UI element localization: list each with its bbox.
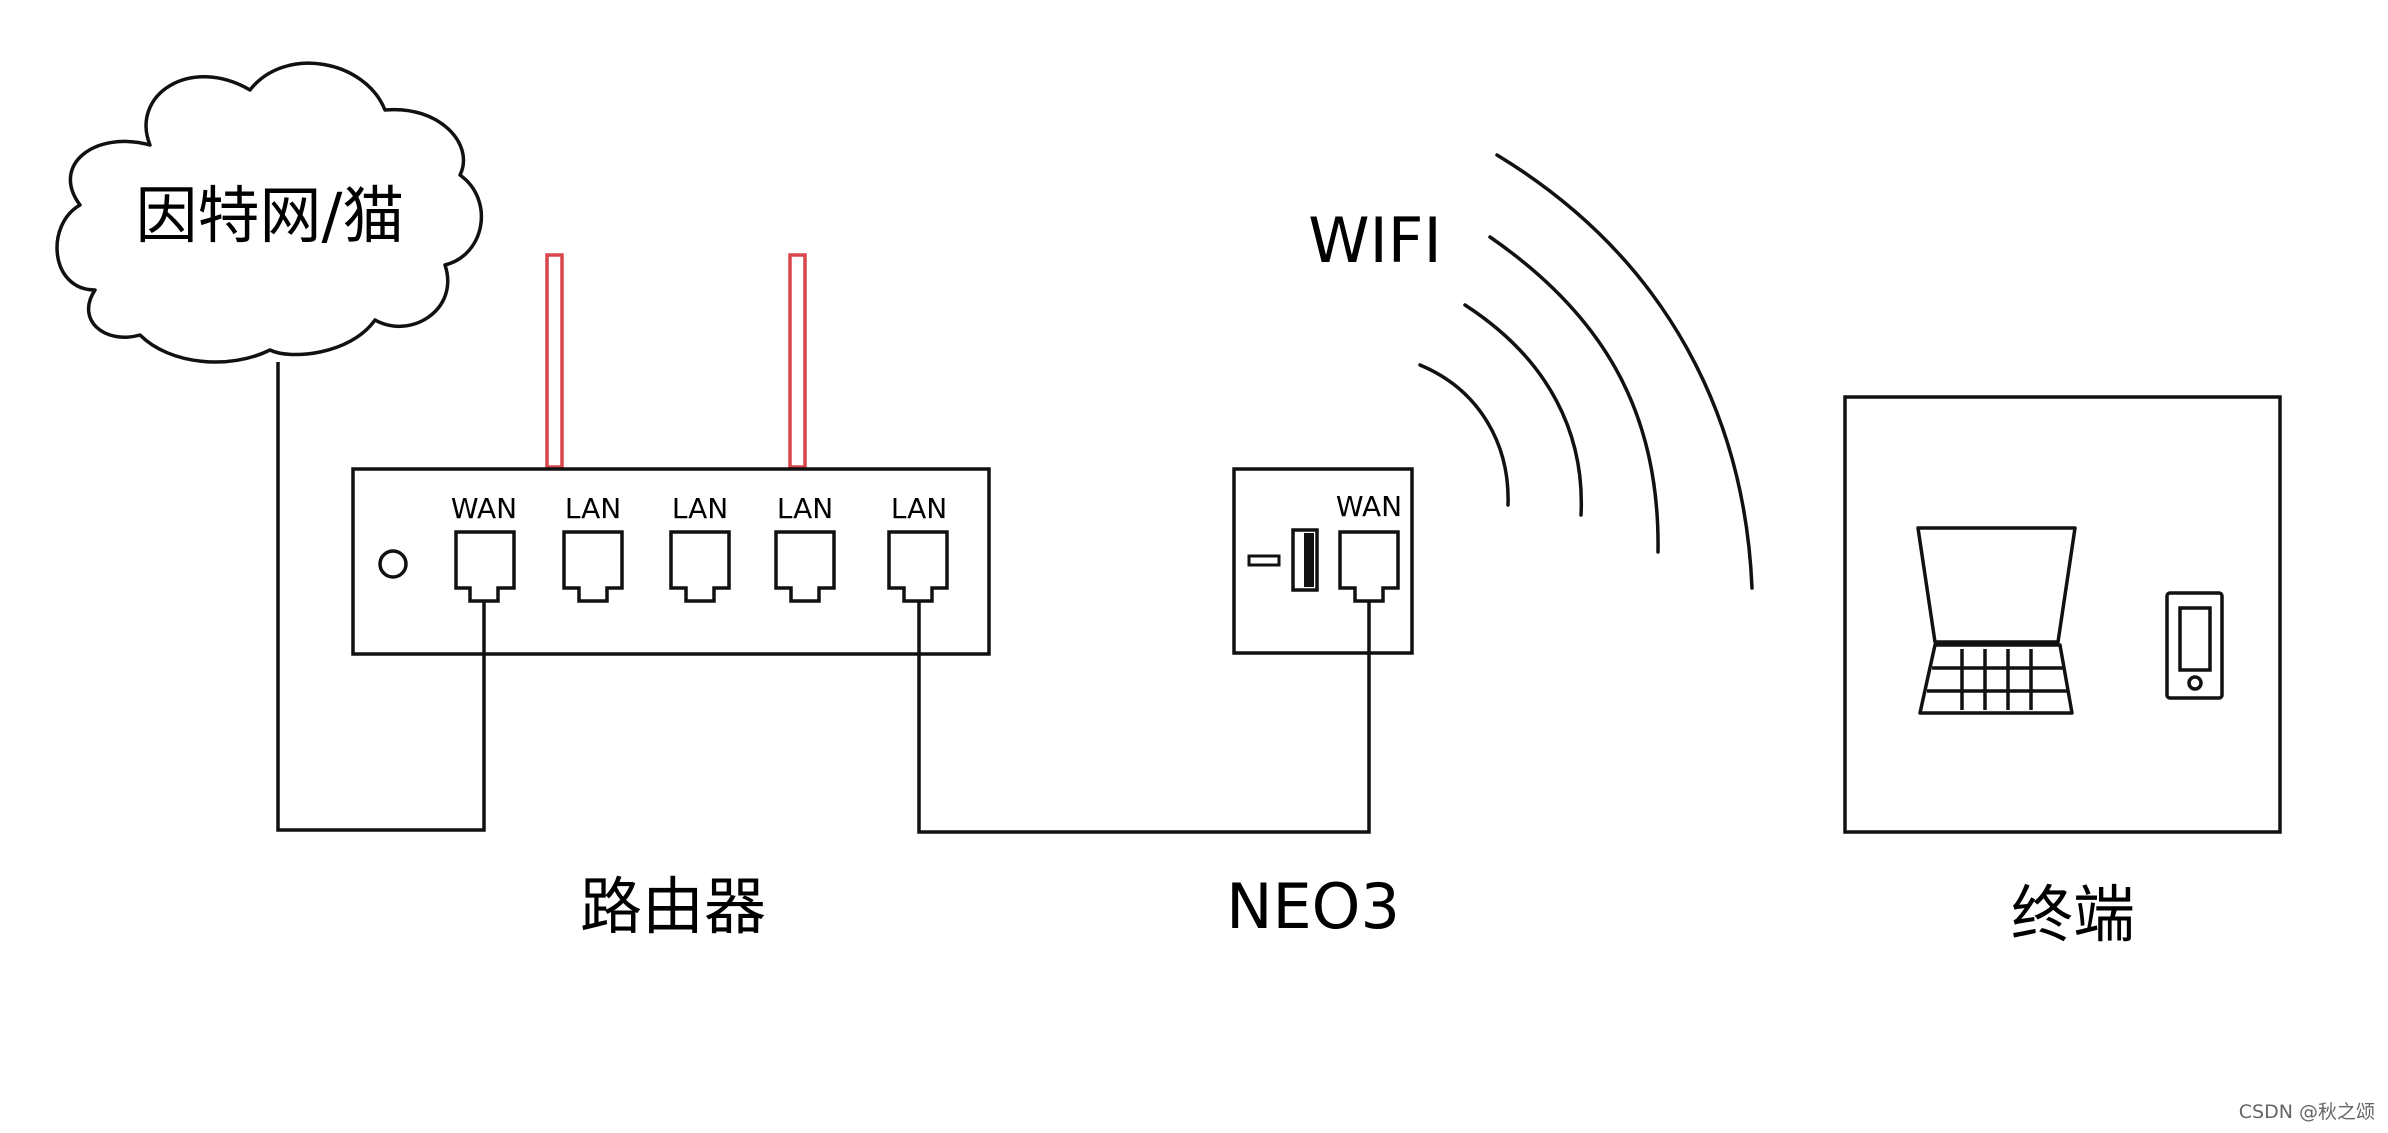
router-label: 路由器 bbox=[580, 870, 766, 943]
internet-cloud: 因特网/猫 bbox=[55, 61, 484, 364]
laptop-icon bbox=[1916, 526, 2077, 715]
network-cables bbox=[276, 362, 1371, 834]
laptop-keyboard bbox=[1918, 643, 2074, 715]
wifi-wave-1 bbox=[1418, 363, 1510, 507]
phone-home-button bbox=[2187, 675, 2203, 691]
wifi-label: WIFI bbox=[1308, 204, 1442, 277]
router-antenna-right bbox=[788, 253, 807, 469]
ethernet-port-icon bbox=[1338, 530, 1400, 603]
wifi-wave-3 bbox=[1488, 235, 1660, 554]
ethernet-port-icon bbox=[774, 530, 836, 603]
router-port-lan-2: LAN bbox=[669, 492, 731, 603]
wifi-waves-icon bbox=[1418, 153, 1754, 590]
neo3-usb-port-icon bbox=[1291, 528, 1319, 592]
router-port-label: LAN bbox=[565, 492, 621, 525]
router-port-lan-1: LAN bbox=[562, 492, 624, 603]
router-power-indicator bbox=[378, 549, 408, 579]
router: WAN LAN LAN LAN LAN bbox=[351, 467, 991, 656]
laptop-screen bbox=[1916, 526, 2077, 644]
neo3-port-label: WAN bbox=[1336, 490, 1402, 523]
ethernet-port-icon bbox=[562, 530, 624, 603]
terminal bbox=[1843, 395, 2282, 834]
router-port-label: LAN bbox=[777, 492, 833, 525]
router-antenna-left bbox=[545, 253, 564, 469]
wifi-wave-2 bbox=[1463, 303, 1584, 517]
ethernet-port-icon bbox=[454, 530, 516, 603]
terminal-label: 终端 bbox=[2011, 878, 2135, 951]
cable-internet-to-router-wan bbox=[276, 362, 486, 832]
cable-router-lan-to-neo3-wan bbox=[917, 601, 1371, 834]
cloud-label: 因特网/猫 bbox=[136, 179, 405, 252]
router-port-lan-4: LAN bbox=[887, 492, 949, 603]
wifi-wave-4 bbox=[1495, 153, 1754, 590]
cloud-shape bbox=[55, 61, 484, 364]
neo3-body bbox=[1232, 467, 1414, 655]
neo3-label: NEO3 bbox=[1226, 870, 1400, 943]
router-port-wan: WAN bbox=[451, 492, 517, 603]
phone-screen bbox=[2178, 606, 2212, 672]
neo3-device: WAN bbox=[1232, 467, 1414, 655]
router-antennas bbox=[545, 253, 807, 469]
neo3-usb-port-insert bbox=[1304, 533, 1314, 587]
router-port-label: LAN bbox=[891, 492, 947, 525]
router-port-lan-3: LAN bbox=[774, 492, 836, 603]
wifi-signal: WIFI bbox=[1308, 153, 1754, 590]
ethernet-port-icon bbox=[887, 530, 949, 603]
phone-body bbox=[2165, 591, 2224, 700]
phone-icon bbox=[2165, 591, 2224, 700]
router-port-label: LAN bbox=[672, 492, 728, 525]
router-port-label: WAN bbox=[451, 492, 517, 525]
watermark-text: CSDN @秋之颂 bbox=[2239, 1101, 2375, 1123]
ethernet-port-icon bbox=[669, 530, 731, 603]
neo3-led-icon bbox=[1247, 554, 1281, 567]
